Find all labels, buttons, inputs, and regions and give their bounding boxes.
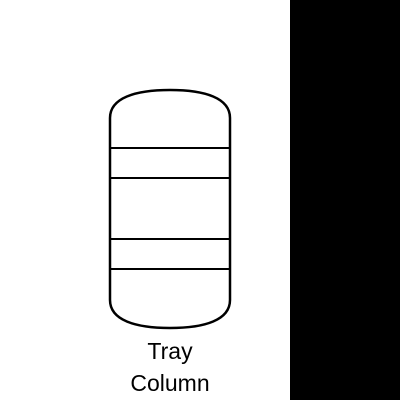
shape-caption: Tray Column: [110, 335, 230, 399]
column-vessel-outline: [108, 88, 232, 330]
black-side-panel: [290, 0, 400, 400]
caption-line-1: Tray: [147, 338, 193, 364]
caption-line-2: Column: [130, 370, 210, 396]
